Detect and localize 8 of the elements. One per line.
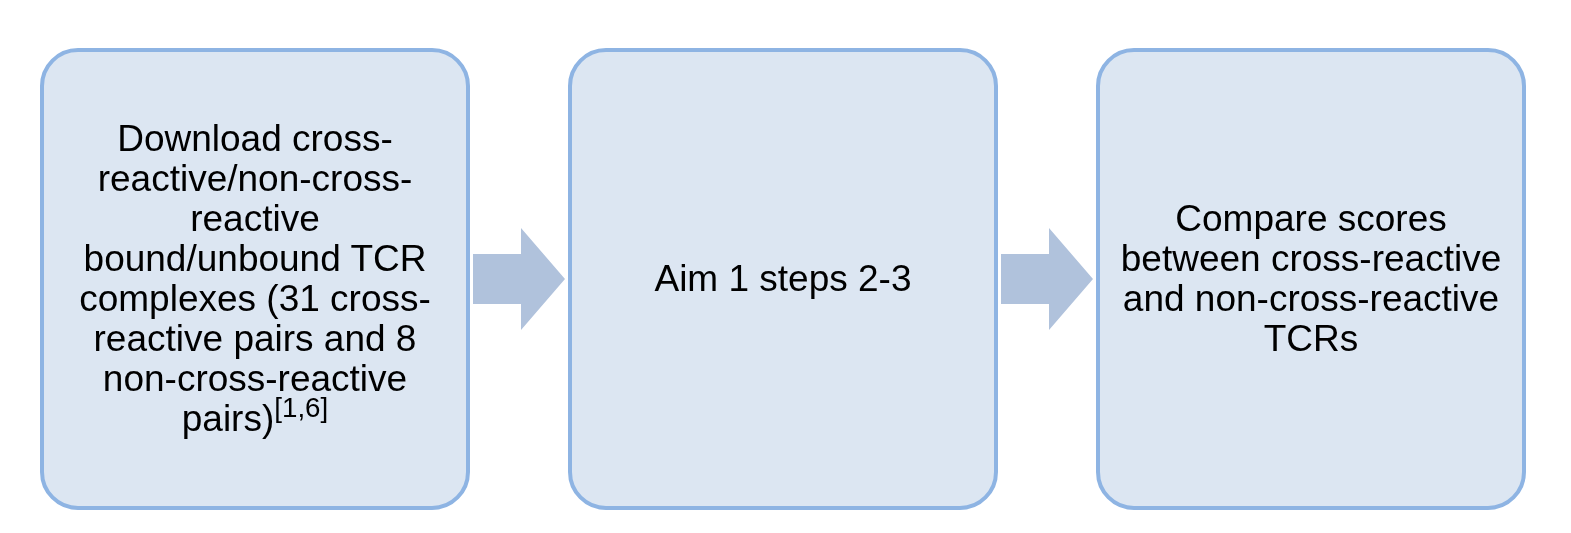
step-text: Download cross-reactive/non-cross-reactive bound/unbound TCR complexes (31 cross-reactive pairs and 8 non-cross-reactive pairs)$^{[1,6]}$ <box>78 119 432 439</box>
process-box <box>1096 48 1526 510</box>
block-arrow <box>1001 228 1093 330</box>
block-arrow <box>473 228 565 330</box>
step-text: Compare scores between cross-reactive and non-cross-reactive TCRs <box>1119 199 1503 359</box>
process-box <box>40 48 470 510</box>
step-text: Aim 1 steps 2-3 <box>654 259 912 299</box>
process-box <box>568 48 998 510</box>
